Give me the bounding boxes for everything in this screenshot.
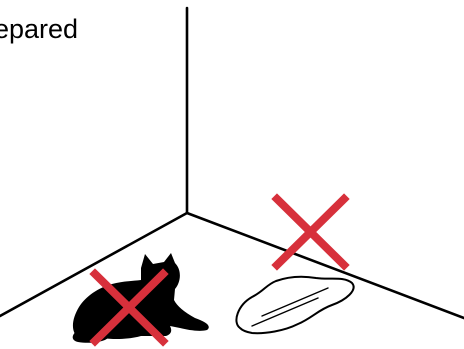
litter-mat-stripe-2 — [252, 298, 318, 326]
wall-cross-mark-icon — [277, 199, 344, 265]
litter-mat-icon — [236, 277, 353, 333]
room-corner-lines — [0, 8, 464, 318]
floor-right-edge-line — [187, 213, 464, 318]
